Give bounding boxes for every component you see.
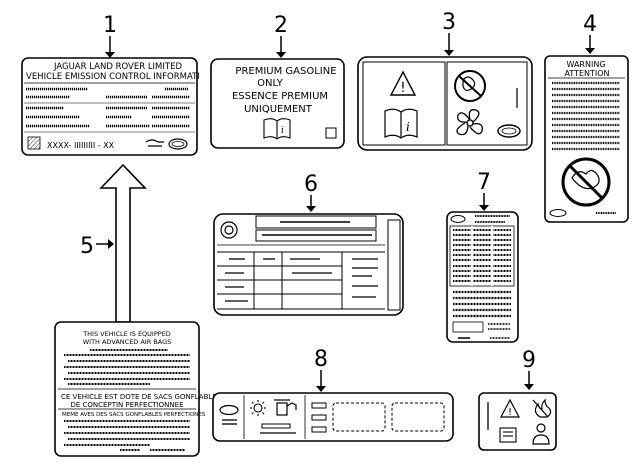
label-8-engine-bay-info: 8 [212,347,454,442]
fuse-oval-icon [497,124,521,138]
flame-icon [532,398,552,418]
svg-text:i: i [281,126,284,136]
callout-5: 5 [80,234,94,259]
no-fan-hand-icon [454,70,486,102]
manual-book-icon: i [263,118,291,140]
oval-icon [168,138,188,150]
label-5-line-2: WITH ADVANCED AIR BAGS [83,338,172,346]
label-2-line-3: ESSENCE PREMIUM [232,91,328,102]
svg-text:i: i [406,120,410,134]
oval-icon [219,404,239,416]
svg-text:!: ! [400,81,405,96]
label-5-air-bag-info: THIS VEHICLE IS EQUIPPED WITH ADVANCED A… [54,321,222,457]
label-5-line-1: THIS VEHICLE IS EQUIPPED [82,330,171,338]
label-9-battery-warning: 9 ! [478,348,557,451]
label-1-emission-control: 1 JAGUAR LAND ROVER LIMITED VEHICLE EMIS… [21,13,200,156]
no-touch-fan-icon [561,157,611,207]
callout-5-arrow: 5 [80,163,147,323]
label-4-line-2: ATTENTION [564,69,609,78]
oval-icon [549,209,567,217]
fuel-pump-icon [274,399,297,416]
callout-3: 3 [442,10,456,35]
callout-2: 2 [274,13,288,38]
warning-triangle-icon: ! [500,398,520,418]
callout-1: 1 [103,13,117,38]
label-2-line-4: UNIQUEMENT [244,104,313,115]
battery-icon [499,427,517,443]
label-5-line-3: CE VEHICLE EST DOTE DE SACS GONFLABLES [61,393,222,401]
oval-icon [450,215,466,223]
callout-6: 6 [304,172,318,197]
label-4-line-1: WARNING [566,60,605,69]
label-3-fan-warning: 3 ! i [357,10,533,151]
svg-text:!: ! [508,407,512,418]
label-5-line-5: MEME AVES DES SACS GONFLABLES PERFECTION… [62,412,206,418]
checkbox-icon [325,127,337,139]
sun-icon [250,400,266,416]
callout-8: 8 [314,347,328,372]
label-1-line-1: JAGUAR LAND ROVER LIMITED [53,62,182,72]
callout-7: 7 [477,170,491,195]
manual-book-icon: i [384,108,418,139]
warning-triangle-icon: ! [389,70,417,96]
label-4-warning-attention: 4 WARNING ATTENTION [544,12,629,223]
label-2-premium-gasoline: 2 PREMIUM GASOLINE ONLY ESSENCE PREMIUM … [210,13,345,149]
label-2-line-1: PREMIUM GASOLINE [235,66,336,77]
label-2-line-2: ONLY [257,78,284,89]
label-6-tire-info: 6 [213,172,404,316]
label-1-code: XXXX- IIIIIIIII - XX [47,141,115,150]
key-icon [145,139,164,147]
callout-9: 9 [522,348,536,373]
label-7-specification-table: 7 [446,170,519,343]
hatched-square-icon [27,136,41,150]
tire-icon [220,221,238,239]
label-5-line-4: DE CONCEPTIN PERFECTIONNEE [70,401,183,409]
person-icon [532,423,550,445]
callout-4: 4 [583,12,597,37]
fan-icon [456,109,483,136]
label-1-line-2: VEHICLE EMISSION CONTROL INFORMATI [26,72,200,82]
